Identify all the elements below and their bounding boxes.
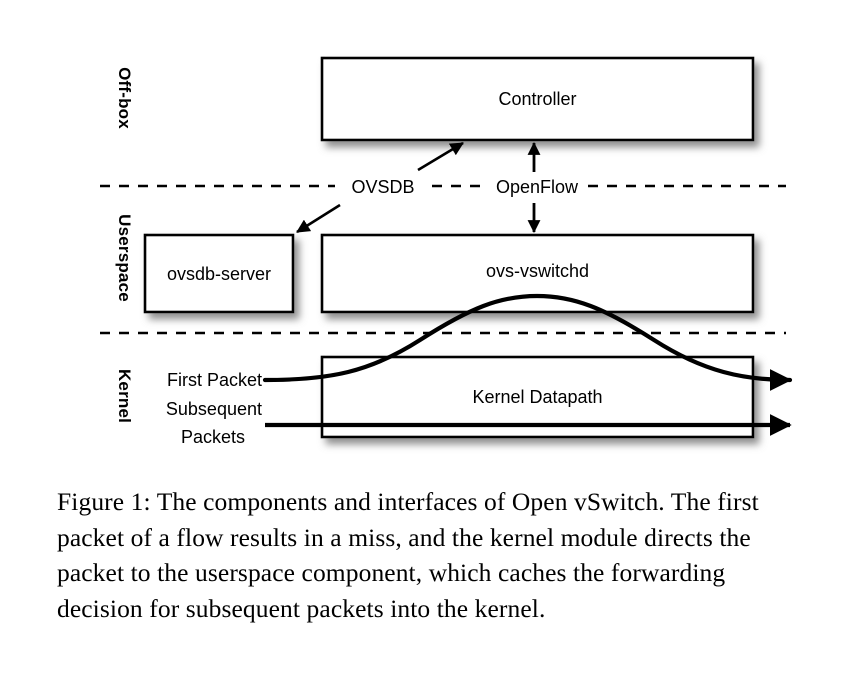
controller-box-rect[interactable] — [320, 56, 755, 142]
figure-caption: Figure 1: The components and interfaces … — [57, 487, 759, 623]
box-ovsdb-server[interactable]: ovsdb-server — [143, 233, 295, 314]
kernel-datapath-box-label: Kernel Datapath — [472, 387, 602, 407]
box-ovs-vswitchd[interactable]: ovs-vswitchd — [320, 233, 755, 314]
ovs-architecture-diagram: Controller ovsdb-server ovs-vswitchd Ker… — [100, 56, 793, 447]
first-packet-flow-path — [262, 293, 793, 391]
lane-label-kernel: Kernel — [115, 369, 134, 423]
protocol-label-openflow: OpenFlow — [496, 177, 579, 197]
flow-label-first-packet: First Packet — [167, 370, 262, 390]
flow-label-subsequent: Subsequent — [166, 399, 262, 419]
lane-label-off-box: Off-box — [115, 67, 134, 129]
ovsdb-server-box-label: ovsdb-server — [167, 264, 271, 284]
protocol-label-ovsdb: OVSDB — [351, 177, 414, 197]
ovs-vswitchd-box-label: ovs-vswitchd — [486, 261, 589, 281]
ovsdb-arrow-to-controller — [417, 141, 464, 172]
ovsdb-server-box-rect[interactable] — [143, 233, 295, 314]
controller-box-label: Controller — [498, 89, 576, 109]
lane-label-userspace: Userspace — [115, 214, 134, 302]
flow-label-packets: Packets — [181, 427, 245, 447]
box-controller[interactable]: Controller — [320, 56, 755, 142]
ovsdb-arrow-to-ovsdb-server — [296, 203, 341, 234]
ovs-vswitchd-box-rect[interactable] — [320, 233, 755, 314]
